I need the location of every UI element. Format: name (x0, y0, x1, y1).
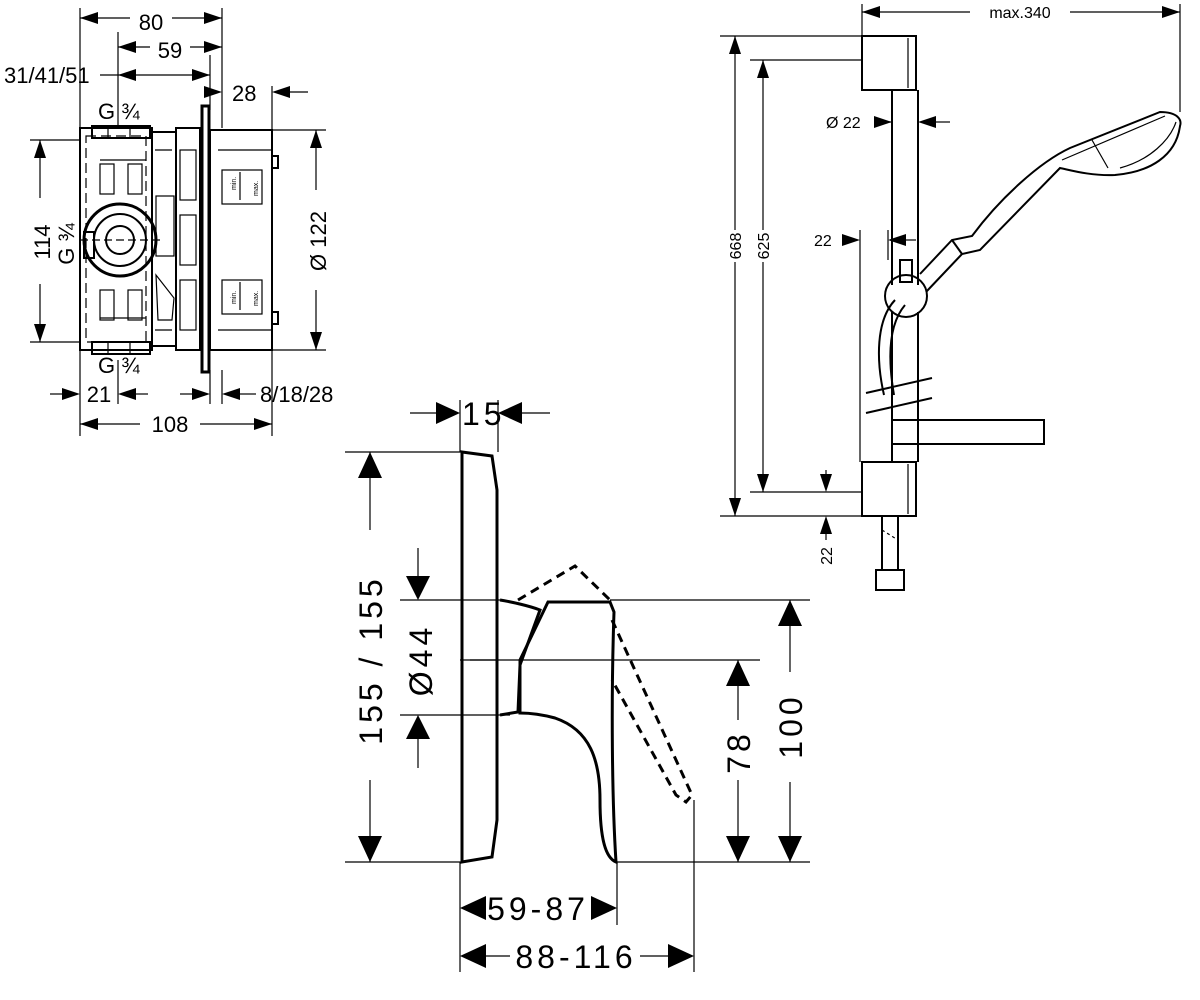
shower-rail-view (720, 4, 1182, 591)
dim-78: 78 (721, 730, 757, 774)
min-label-bottom: min. (231, 291, 238, 304)
dim-100: 100 (773, 693, 809, 758)
dim-max340: max.340 (989, 5, 1050, 22)
dim-108: 108 (152, 412, 189, 437)
mixer-texts: 15 155 / 155 Ø44 78 100 59-87 88-116 (353, 396, 809, 975)
dim-22-bottom: 22 (819, 547, 836, 565)
mixer-side-view (345, 400, 810, 972)
thread-bottom-label: G ¾ (98, 353, 140, 378)
dim-59: 59 (158, 38, 182, 63)
dim-15: 15 (462, 396, 506, 432)
dim-28: 28 (232, 81, 256, 106)
dim-114: 114 (30, 224, 55, 259)
dim-88-116: 88-116 (515, 939, 636, 975)
dim-668: 668 (728, 233, 745, 260)
dim-21: 21 (87, 382, 111, 407)
min-label-top: min. (231, 177, 238, 190)
dim-625: 625 (756, 233, 773, 260)
dim-d22: Ø 22 (826, 115, 861, 132)
dim-d122: Ø 122 (306, 211, 331, 271)
dim-22-mid: 22 (814, 233, 832, 250)
dim-80: 80 (139, 10, 163, 35)
thread-left-label: G ¾ (54, 223, 79, 265)
thread-top-label: G ¾ (98, 99, 140, 124)
concealed-box-view: 80 59 31/41/51 28 G ¾ G ¾ 114 G ¾ Ø 122 … (4, 8, 333, 437)
dim-8-18-28: 8/18/28 (260, 382, 333, 407)
dim-31-41-51: 31/41/51 (4, 63, 90, 88)
rail-texts: max.340 Ø 22 22 668 625 22 (728, 5, 1051, 565)
dim-59-87: 59-87 (487, 891, 589, 927)
dim-d44: Ø44 (403, 624, 439, 696)
dim-155-155: 155 / 155 (353, 575, 389, 744)
max-label-top: max. (253, 181, 260, 196)
max-label-bottom: max. (253, 291, 260, 306)
